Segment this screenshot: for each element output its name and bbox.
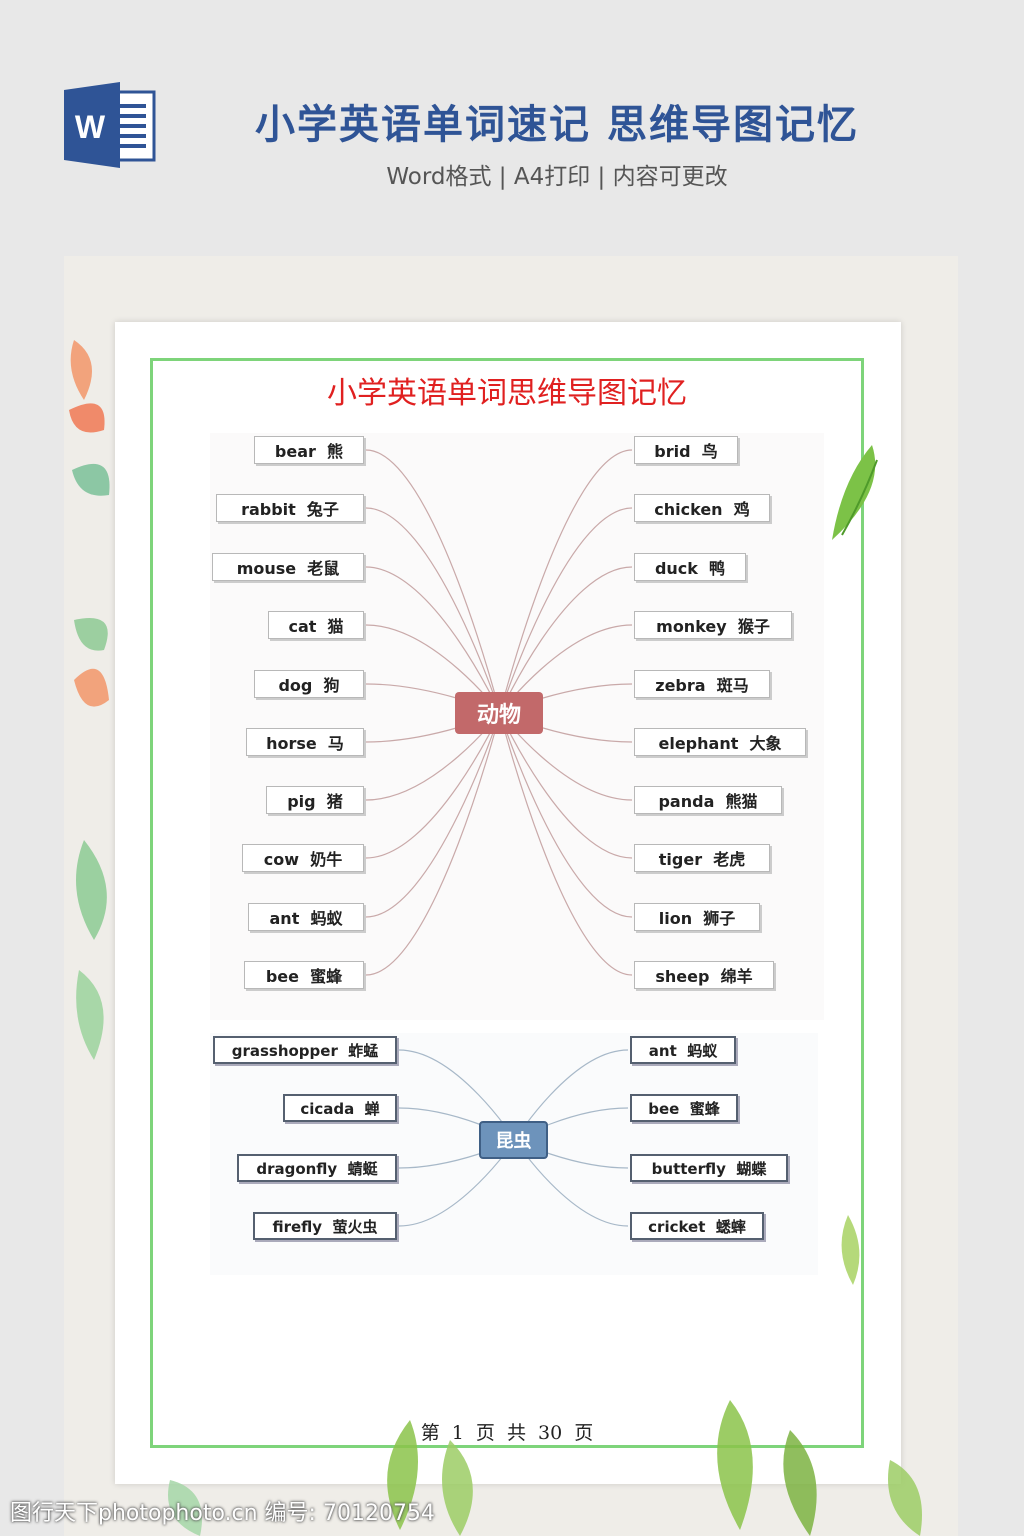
page-border	[150, 358, 864, 1448]
animal-word-node[interactable]: pig 猪	[266, 786, 364, 814]
page-number: 第 1 页 共 30 页	[420, 1422, 594, 1444]
animal-word-node[interactable]: bee 蜜蜂	[244, 961, 364, 989]
animal-word-node[interactable]: elephant 大象	[634, 728, 806, 756]
animal-word-node[interactable]: bear 熊	[254, 436, 364, 464]
leaf-decoration-right-small-icon	[841, 1215, 860, 1285]
leaf-decoration-bottom-icon	[168, 1400, 922, 1536]
animal-word-node[interactable]: brid 鸟	[634, 436, 738, 464]
header-subtitle: Word格式 | A4打印 | 内容可更改	[386, 164, 728, 190]
leaf-decoration-left-icon	[69, 340, 110, 707]
animal-word-node[interactable]: mouse 老鼠	[212, 553, 364, 581]
animal-word-node[interactable]: lion 狮子	[634, 903, 760, 931]
insect-center-node[interactable]: 昆虫	[479, 1121, 548, 1159]
watermark: 图行天下photophoto.cn 编号: 70120754	[10, 1501, 435, 1526]
animal-word-node[interactable]: dog 狗	[254, 670, 364, 698]
leaf-decoration-right-icon	[832, 445, 878, 540]
insect-word-node[interactable]: firefly 萤火虫	[253, 1212, 397, 1240]
insect-word-node[interactable]: cicada 蝉	[283, 1094, 397, 1122]
animal-word-node[interactable]: sheep 绵羊	[634, 961, 774, 989]
animal-word-node[interactable]: cat 猫	[268, 611, 364, 639]
animal-word-node[interactable]: ant 蚂蚁	[248, 903, 364, 931]
animal-word-node[interactable]: duck 鸭	[634, 553, 746, 581]
leaf-decoration-left-lower-icon	[76, 840, 107, 1060]
animal-word-node[interactable]: horse 马	[246, 728, 364, 756]
animal-word-node[interactable]: chicken 鸡	[634, 494, 770, 522]
insect-word-node[interactable]: cricket 蟋蟀	[630, 1212, 764, 1240]
insect-word-node[interactable]: butterfly 蝴蝶	[630, 1154, 788, 1182]
insect-word-node[interactable]: dragonfly 蜻蜓	[237, 1154, 397, 1182]
header-title: 小学英语单词速记 思维导图记忆	[255, 102, 859, 148]
svg-text:W: W	[75, 109, 106, 145]
animal-center-node[interactable]: 动物	[455, 692, 543, 734]
animal-word-node[interactable]: monkey 猴子	[634, 611, 792, 639]
word-document-icon: W	[64, 82, 156, 168]
animal-word-node[interactable]: rabbit 兔子	[216, 494, 364, 522]
animal-word-node[interactable]: panda 熊猫	[634, 786, 782, 814]
animal-word-node[interactable]: tiger 老虎	[634, 844, 770, 872]
insect-word-node[interactable]: bee 蜜蜂	[630, 1094, 738, 1122]
document-title: 小学英语单词思维导图记忆	[327, 376, 687, 411]
insect-word-node[interactable]: ant 蚂蚁	[630, 1036, 736, 1064]
animal-word-node[interactable]: zebra 斑马	[634, 670, 770, 698]
insect-word-node[interactable]: grasshopper 蚱蜢	[213, 1036, 397, 1064]
animal-word-node[interactable]: cow 奶牛	[242, 844, 364, 872]
